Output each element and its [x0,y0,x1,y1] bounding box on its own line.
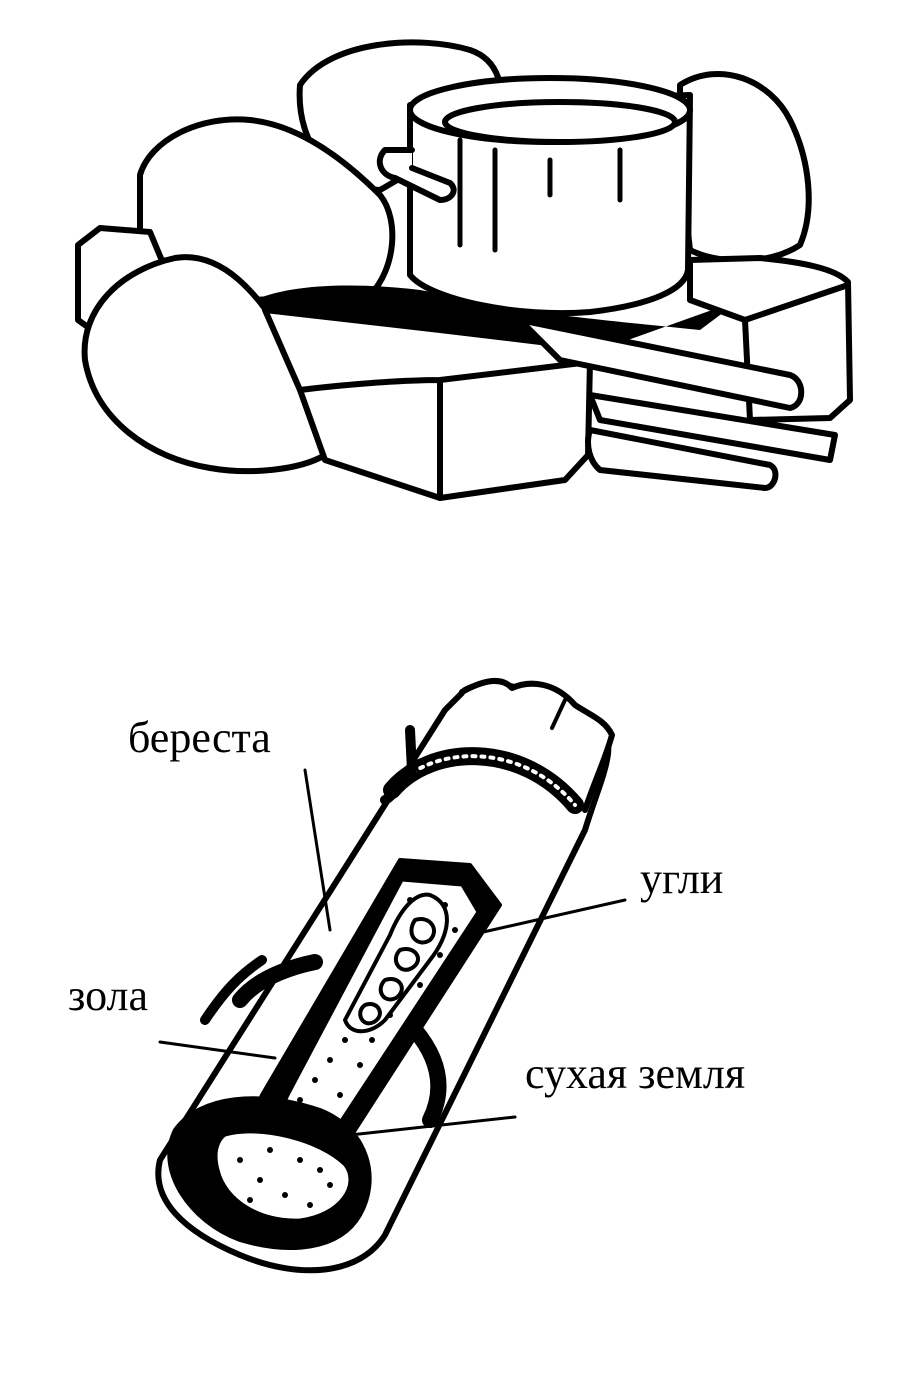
twine-knot-top [380,725,417,805]
label-dry-earth: сухая земля [525,1049,745,1098]
label-ash: зола [68,971,148,1020]
stone-block-front-edge [297,359,593,501]
leader-line-ash [158,1040,277,1060]
label-coals: угли [640,854,723,903]
stone-block-front [262,307,593,501]
stone-back-right [677,70,812,264]
firewood-stick-bottom [585,427,779,491]
bark-crack [550,698,567,730]
stone-slab-right-edge [742,282,851,323]
ash-speckles [237,1147,333,1208]
bark-tube-top-edge [459,677,615,813]
leader-line-coals [468,898,627,937]
campfire-illustration [75,39,853,501]
ember-carrier-diagram [155,677,627,1274]
firewood-stick-upper [517,317,805,411]
coal-lumps [358,917,436,1026]
leader-line-dry-earth [348,1115,517,1137]
pot-handle [376,147,457,203]
label-bark: береста [128,713,271,762]
twine-binding-bottom [232,954,447,1128]
firewood-stick-lower [587,392,838,463]
pot-drips [457,137,623,253]
pot-water [442,99,678,145]
twine-knot-bottom [200,955,267,1025]
leader-line-bark [303,768,332,932]
